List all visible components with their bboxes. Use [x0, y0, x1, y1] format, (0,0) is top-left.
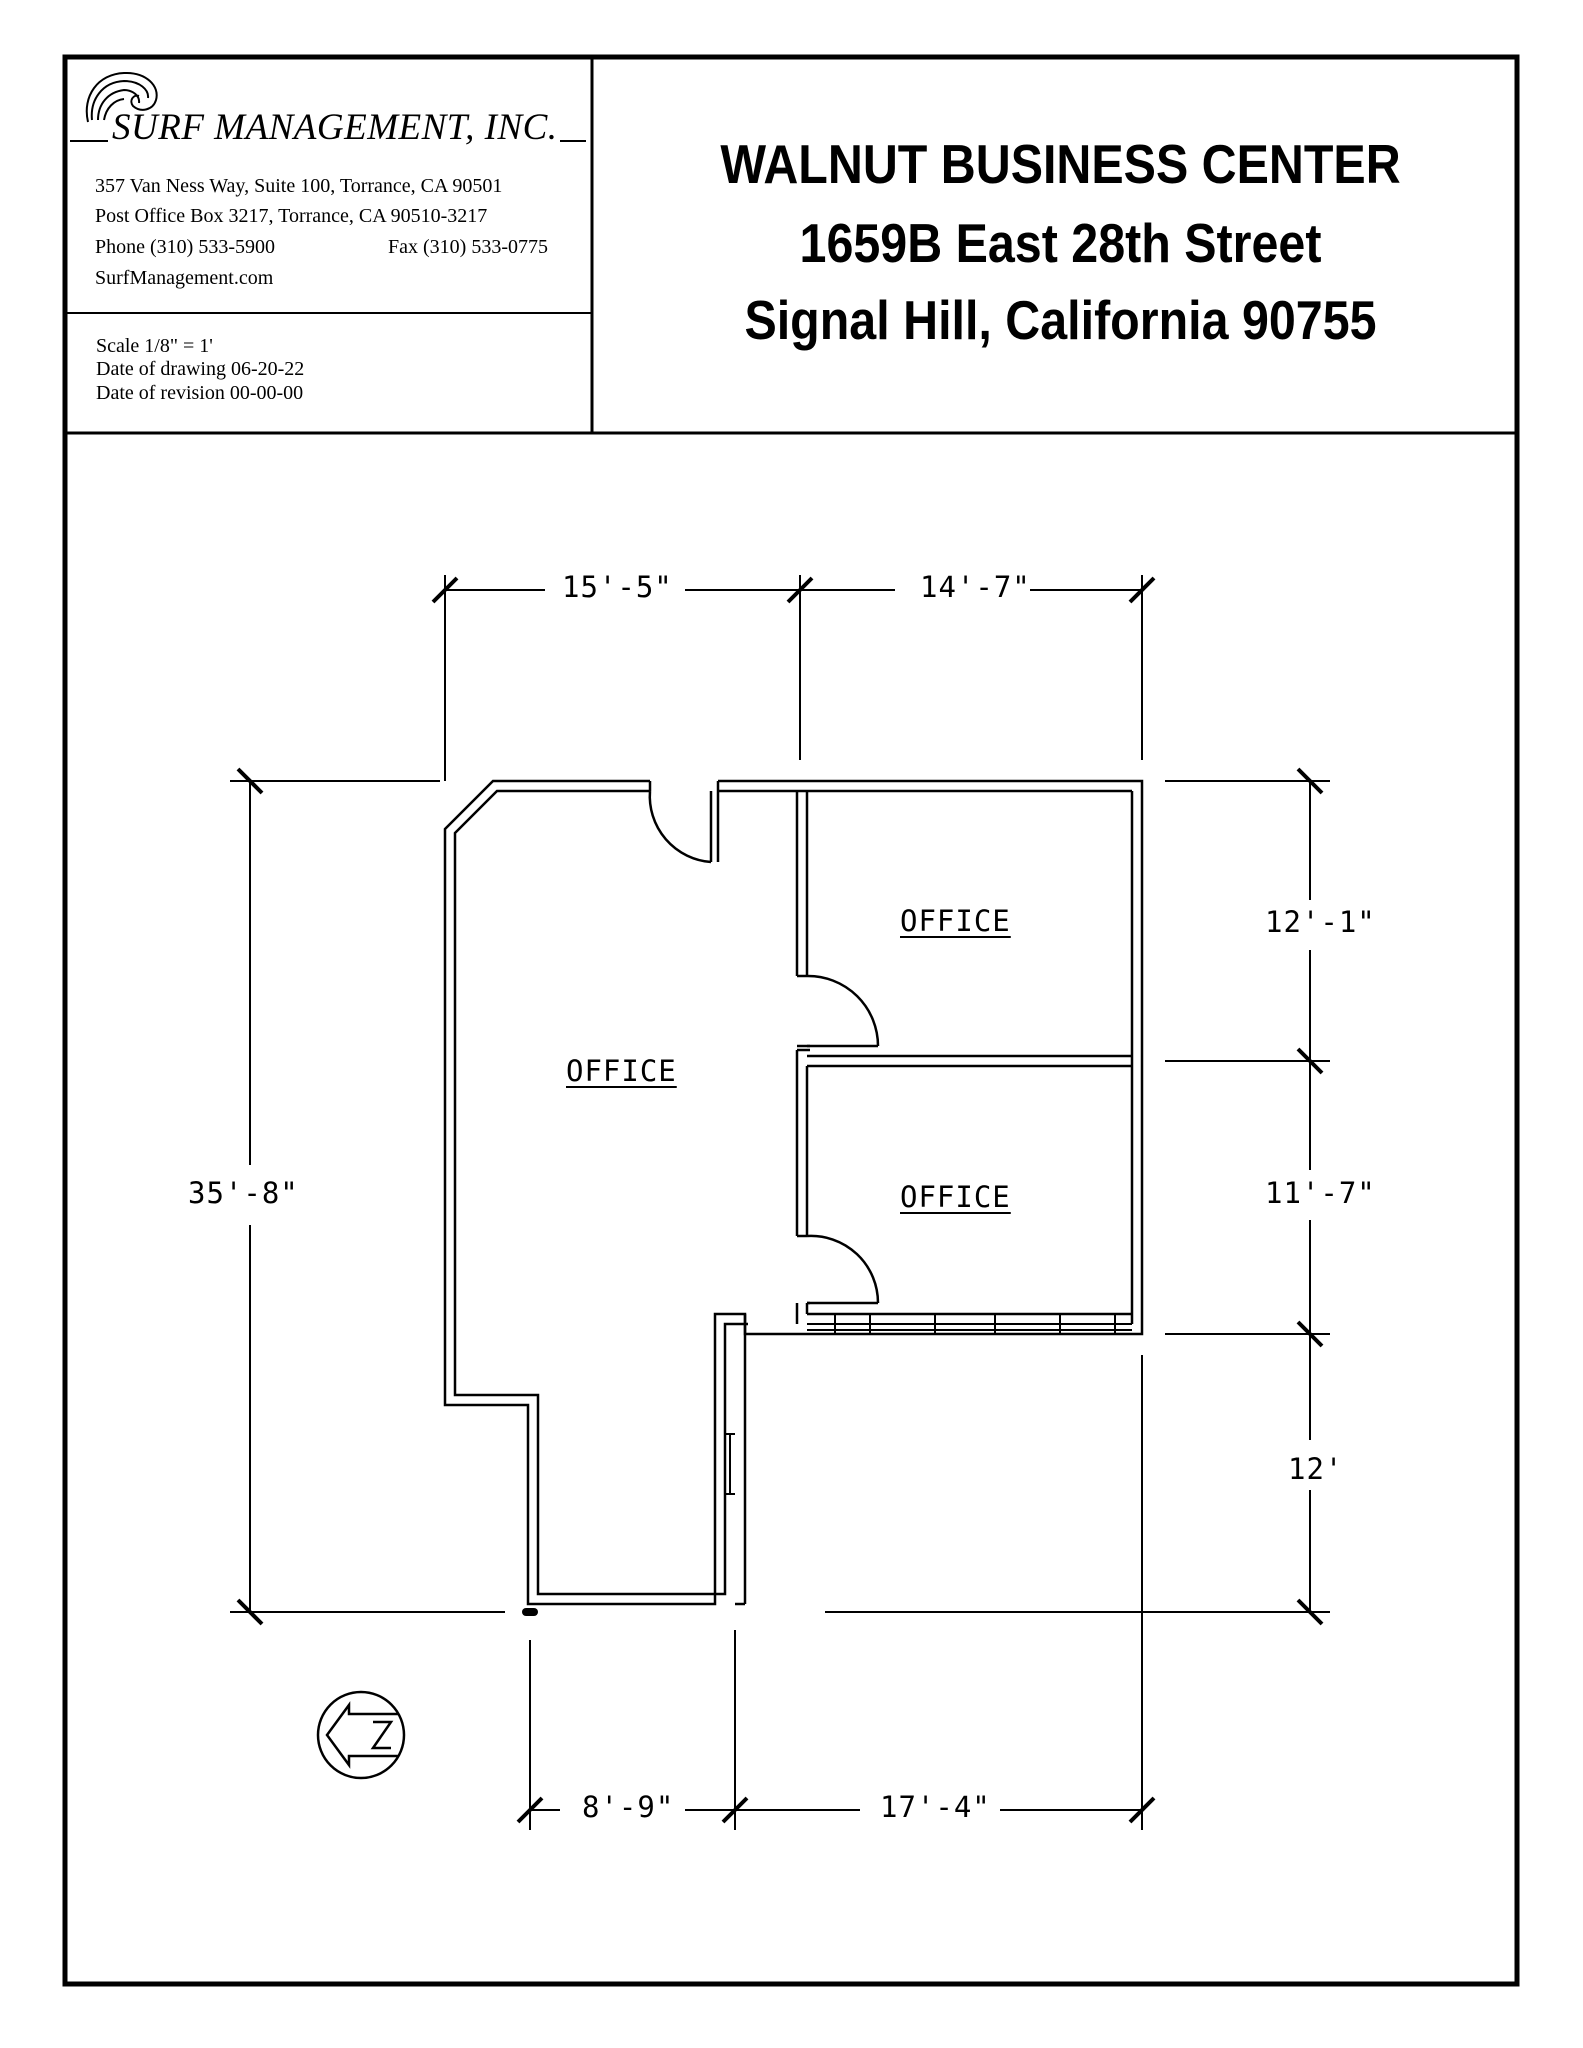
company-website: SurfManagement.com [95, 267, 274, 289]
property-name: WALNUT BUSINESS CENTER [720, 133, 1401, 195]
dimension-left-total: 35'-8" [188, 1176, 299, 1210]
room-label-upper-office: OFFICE [900, 904, 1011, 938]
exterior-walls [443, 779, 1144, 1606]
company-address: 357 Van Ness Way, Suite 100, Torrance, C… [95, 175, 503, 197]
date-of-revision: Date of revision 00-00-00 [96, 382, 304, 404]
door-swings [648, 790, 880, 1305]
sheet-border [62, 54, 1520, 1987]
interior-walls [718, 789, 1132, 1324]
dimension-lines [230, 575, 1330, 1830]
room-label-lower-office: OFFICE [900, 1180, 1011, 1214]
company-po-box: Post Office Box 3217, Torrance, CA 90510… [95, 205, 488, 227]
dimension-bottom-right: 17'-4" [880, 1790, 991, 1824]
company-name: SURF MANAGEMENT, INC. [112, 107, 558, 148]
room-label-main-office: OFFICE [566, 1054, 677, 1088]
dimension-top-right: 14'-7" [920, 570, 1031, 604]
dimension-ticks [236, 576, 1324, 1824]
property-street: 1659B East 28th Street [799, 212, 1322, 274]
company-phone: Phone (310) 533-5900 [95, 236, 275, 258]
date-of-drawing: Date of drawing 06-20-22 [96, 358, 305, 380]
window-mullions [807, 1314, 1132, 1334]
dimension-right-upper: 12'-1" [1265, 905, 1376, 939]
corridor-window [725, 1433, 735, 1495]
dimension-bottom-left: 8'-9" [582, 1790, 675, 1824]
dimension-top-left: 15'-5" [562, 570, 673, 604]
drawing-scale: Scale 1/8" = 1' [96, 335, 213, 357]
surf-wave-logo [70, 71, 586, 142]
company-fax: Fax (310) 533-0775 [388, 236, 548, 258]
dimension-right-lower: 12' [1288, 1452, 1344, 1486]
property-city: Signal Hill, California 90755 [744, 289, 1377, 351]
north-arrow-icon [316, 1690, 406, 1780]
dimension-right-middle: 11'-7" [1265, 1176, 1376, 1210]
entry-marker [522, 1608, 538, 1616]
